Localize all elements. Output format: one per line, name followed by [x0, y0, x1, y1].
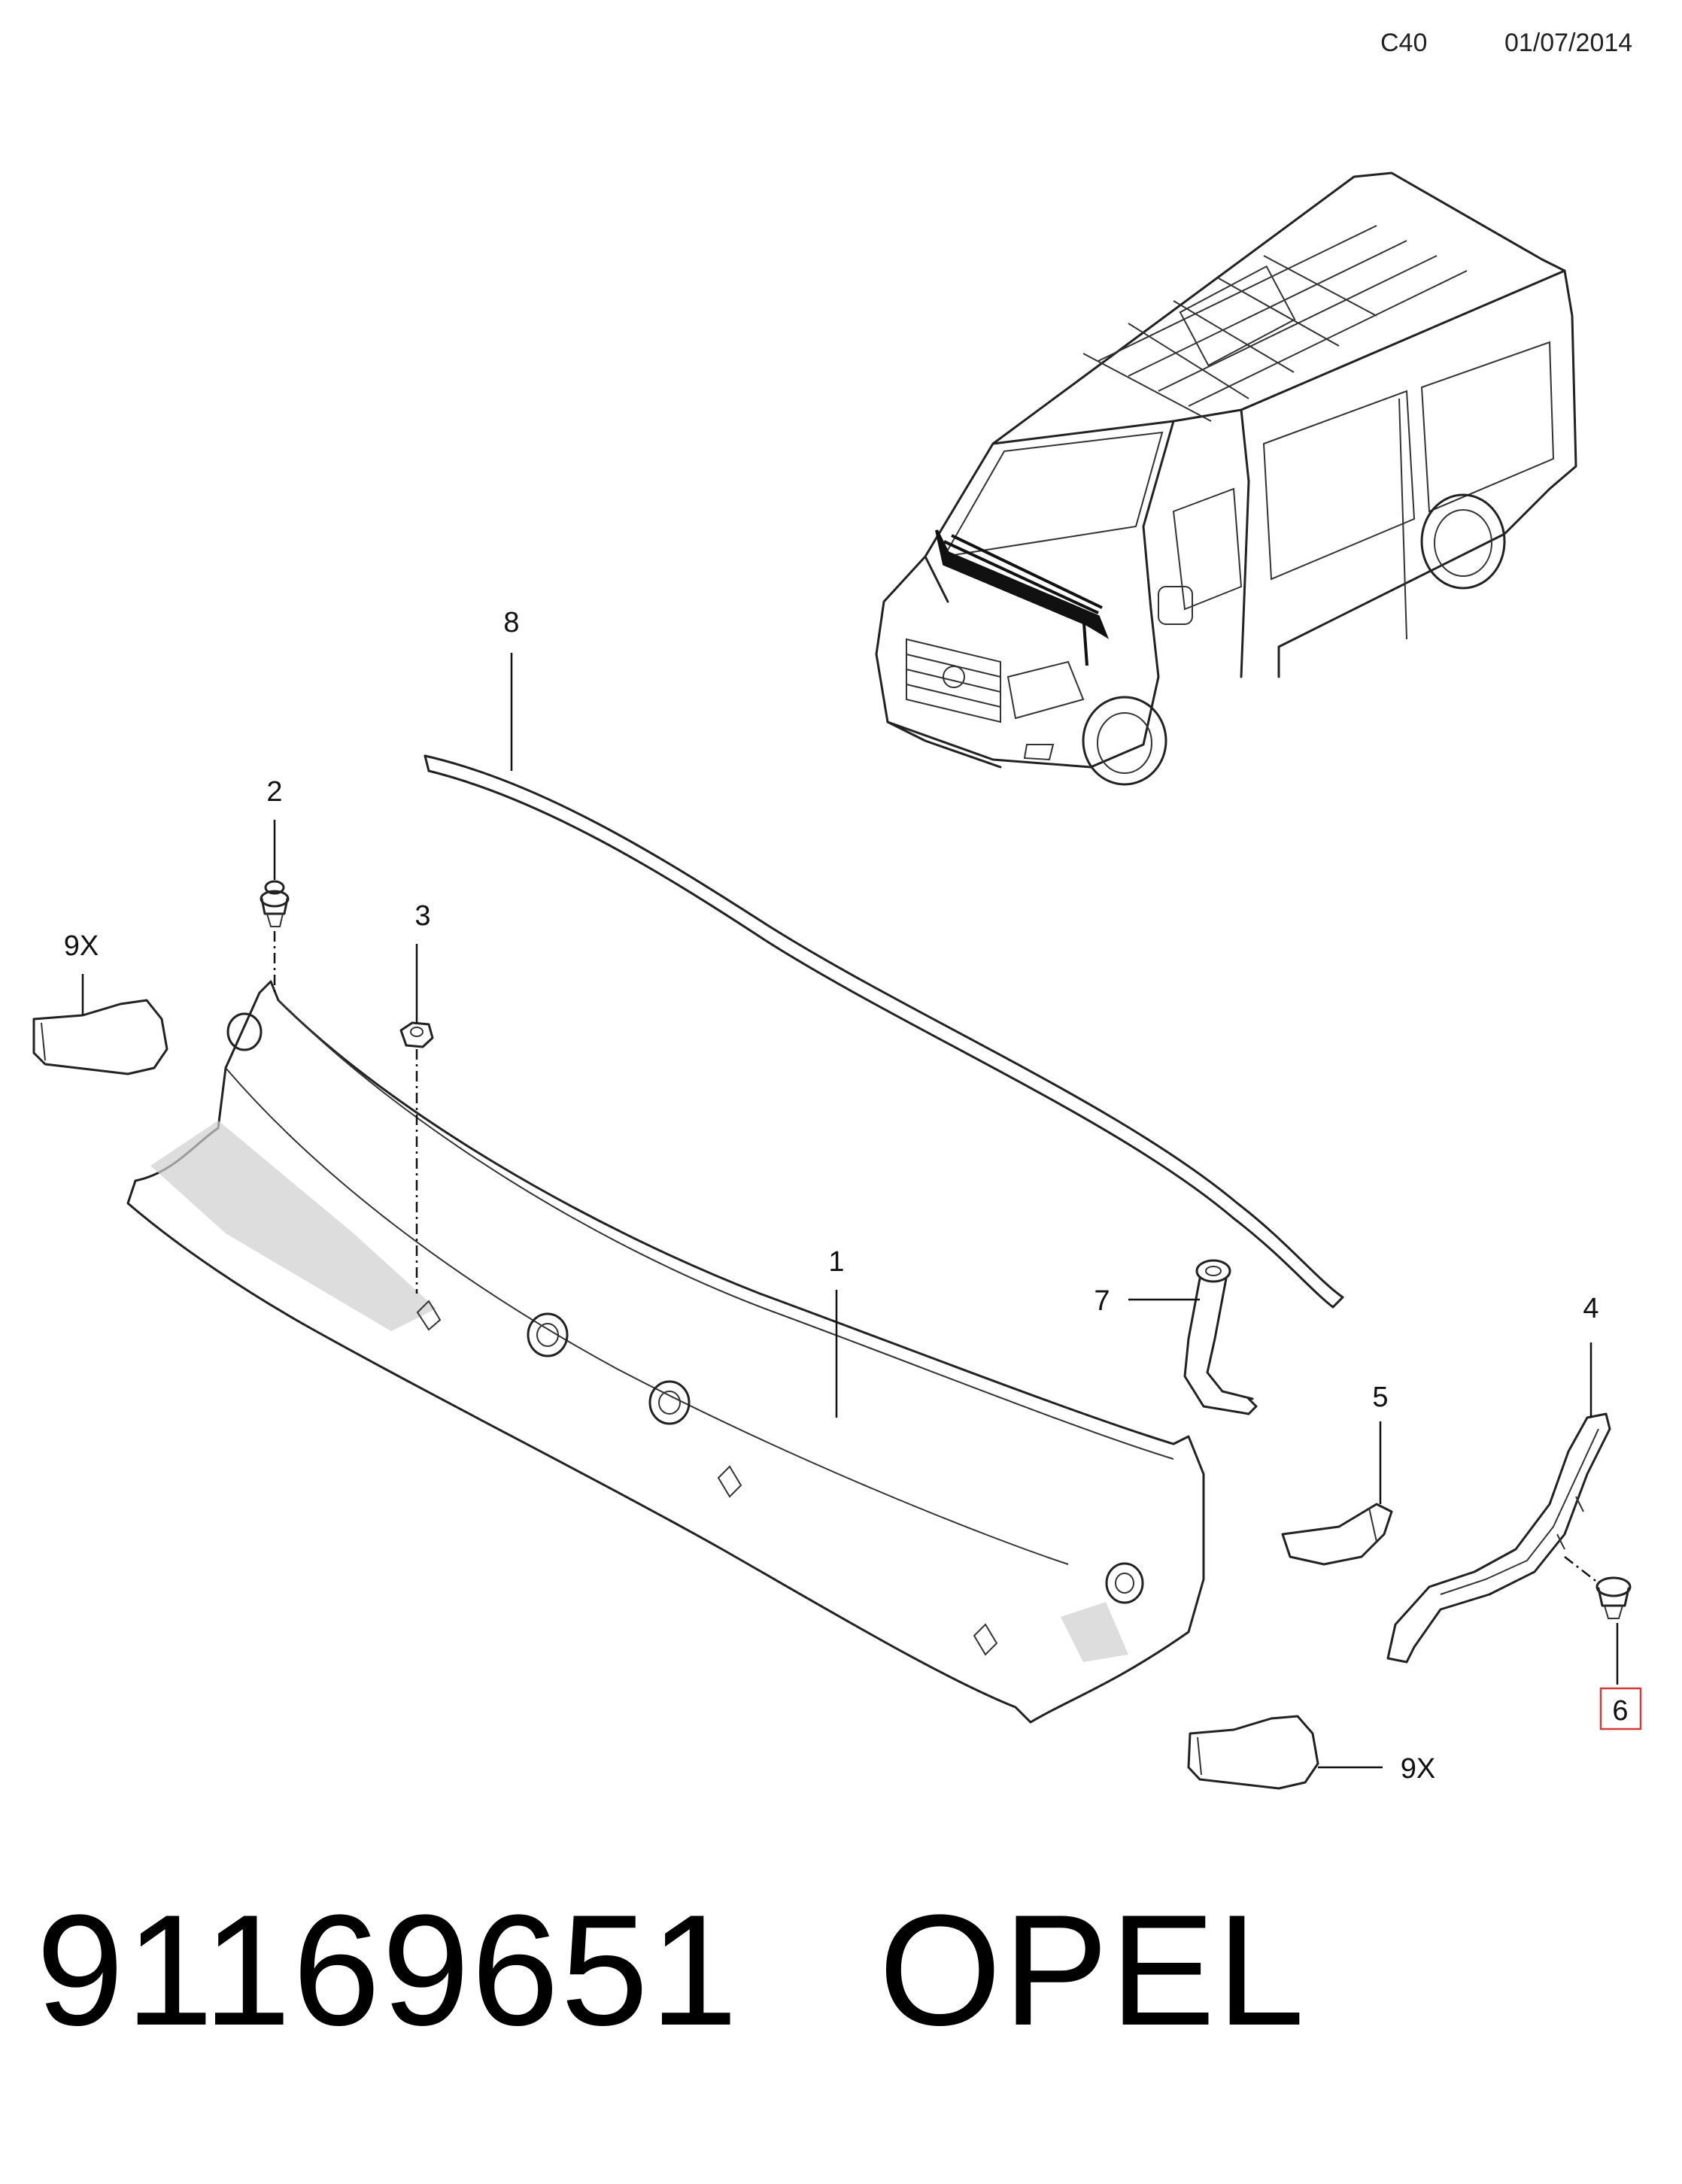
part-6-push-clip [1595, 1576, 1632, 1619]
part-7-hose [1183, 1259, 1258, 1415]
van-illustration [875, 171, 1577, 786]
part-1-cowl-panel [126, 980, 1205, 1724]
part-9x-cap-right [1187, 1715, 1319, 1790]
brand-name: OPEL [879, 1882, 1307, 2058]
callout-6-highlight-box [1599, 1687, 1642, 1731]
callout-9x-right: 9X [1401, 1753, 1435, 1785]
part-2-clip [260, 880, 290, 927]
parts-diagram: 8 2 3 9X 1 7 4 5 6 9X [32, 171, 1642, 1790]
callout-labels: 8 2 3 9X 1 7 4 5 6 9X [64, 607, 1642, 1785]
part-5-bracket [1281, 1503, 1393, 1566]
callout-9x-left: 9X [64, 930, 99, 962]
part-3-nut [399, 1021, 434, 1048]
callout-3: 3 [414, 900, 430, 932]
callout-7: 7 [1094, 1285, 1110, 1317]
part-4-side-cover [1386, 1412, 1611, 1664]
diagram-date: 01/07/2014 [1504, 29, 1633, 57]
part-9x-cap-left [32, 999, 169, 1075]
callout-5: 5 [1372, 1382, 1388, 1413]
diagram-code: C40 [1380, 29, 1428, 57]
callout-6: 6 [1612, 1695, 1628, 1727]
callout-2: 2 [266, 776, 282, 808]
callout-8: 8 [503, 607, 519, 639]
callout-4: 4 [1583, 1293, 1599, 1324]
callout-1: 1 [828, 1246, 844, 1278]
part-8-seal-strip [424, 754, 1344, 1309]
leader-lines [81, 653, 1619, 1769]
part-number: 91169651 [36, 1882, 739, 2058]
